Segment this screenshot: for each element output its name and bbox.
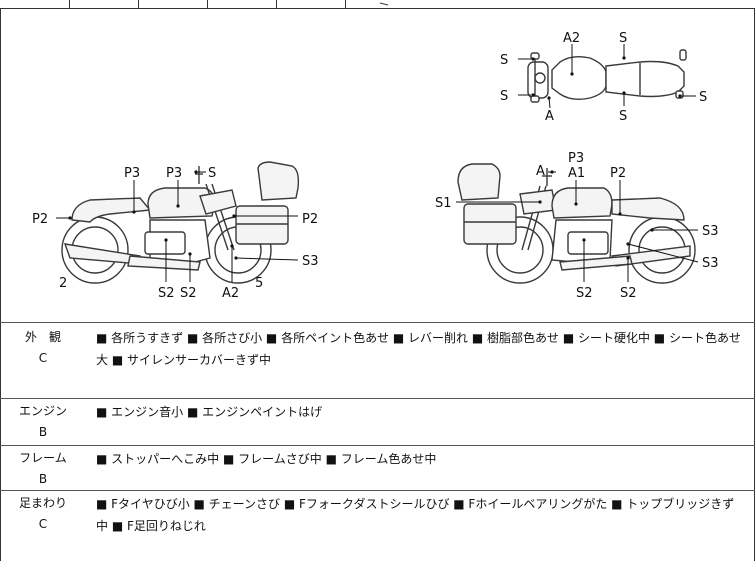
label-left-p3: P3	[166, 166, 182, 181]
condition-row-suspension: 足まわり C ■ Fタイヤひび小 ■ チェーンさび ■ Fフォークダストシールひ…	[0, 490, 755, 561]
label-right-s3: S3	[702, 224, 719, 239]
header-cells	[0, 0, 755, 9]
category-name: 足まわり	[18, 496, 67, 510]
row-description: ■ ストッパーへこみ中 ■ フレームさび中 ■ フレーム色あせ中	[96, 452, 437, 466]
label-left-s2: S2	[158, 286, 175, 301]
label-left-p2: P2	[32, 212, 48, 227]
label-left-s: S	[208, 166, 216, 181]
category-name: 外 観	[24, 330, 61, 344]
category-grade: B	[38, 425, 48, 439]
condition-row-exterior: 外 観 C ■ 各所うすきず ■ 各所さび小 ■ 各所ペイント色あせ ■ レバー…	[0, 322, 755, 398]
category-grade: B	[38, 472, 48, 486]
label-left-2: 2	[59, 276, 67, 291]
row-description: ■ Fタイヤひび小 ■ チェーンさび ■ Fフォークダストシールひび ■ Fホイ…	[96, 497, 735, 533]
label-top-s: S	[500, 89, 508, 104]
row-description: ■ エンジン音小 ■ エンジンペイントはげ	[96, 405, 323, 419]
label-right-p2: P2	[610, 166, 626, 181]
label-top-s: S	[619, 31, 627, 46]
label-top-a2: A2	[563, 31, 580, 46]
row-description: ■ 各所うすきず ■ 各所さび小 ■ 各所ペイント色あせ ■ レバー削れ ■ 樹…	[96, 331, 741, 367]
row-category: 足まわり C	[0, 493, 86, 535]
row-category: エンジン B	[0, 401, 86, 443]
label-left-p2: P2	[302, 212, 318, 227]
label-right-s2: S2	[576, 286, 593, 301]
label-left-s2: S2	[180, 286, 197, 301]
label-left-p3: P3	[124, 166, 140, 181]
label-left-5: 5	[255, 276, 263, 291]
label-top-a: A	[545, 109, 554, 124]
label-right-s2: S2	[620, 286, 637, 301]
motorcycle-top-view: A2 S S S S S A	[500, 31, 707, 124]
category-name: フレーム	[19, 451, 67, 465]
category-grade: C	[38, 517, 48, 531]
label-left-s3: S3	[302, 254, 319, 269]
label-right-a: A	[536, 164, 545, 179]
category-name: エンジン	[18, 404, 67, 418]
row-category: 外 観 C	[0, 327, 86, 369]
motorcycle-left-view: P3 P3 S P2 P2 S3 2 5 S2 S2 A2	[32, 161, 319, 301]
label-right-a1: A1	[568, 166, 585, 181]
label-right-p3: P3	[568, 151, 584, 166]
condition-row-frame: フレーム B ■ ストッパーへこみ中 ■ フレームさび中 ■ フレーム色あせ中	[0, 445, 755, 490]
category-grade: C	[38, 351, 48, 365]
condition-row-engine: エンジン B ■ エンジン音小 ■ エンジンペイントはげ	[0, 398, 755, 445]
label-top-s: S	[500, 53, 508, 68]
label-top-s: S	[619, 109, 627, 124]
label-right-s1: S1	[435, 196, 452, 211]
motorcycle-right-view: P3 A A1 P2 S1 S3 S3 S2 S2	[435, 151, 719, 301]
row-category: フレーム B	[0, 448, 86, 490]
label-top-s: S	[699, 90, 707, 105]
label-left-a2: A2	[222, 286, 239, 301]
label-right-s3: S3	[702, 256, 719, 271]
